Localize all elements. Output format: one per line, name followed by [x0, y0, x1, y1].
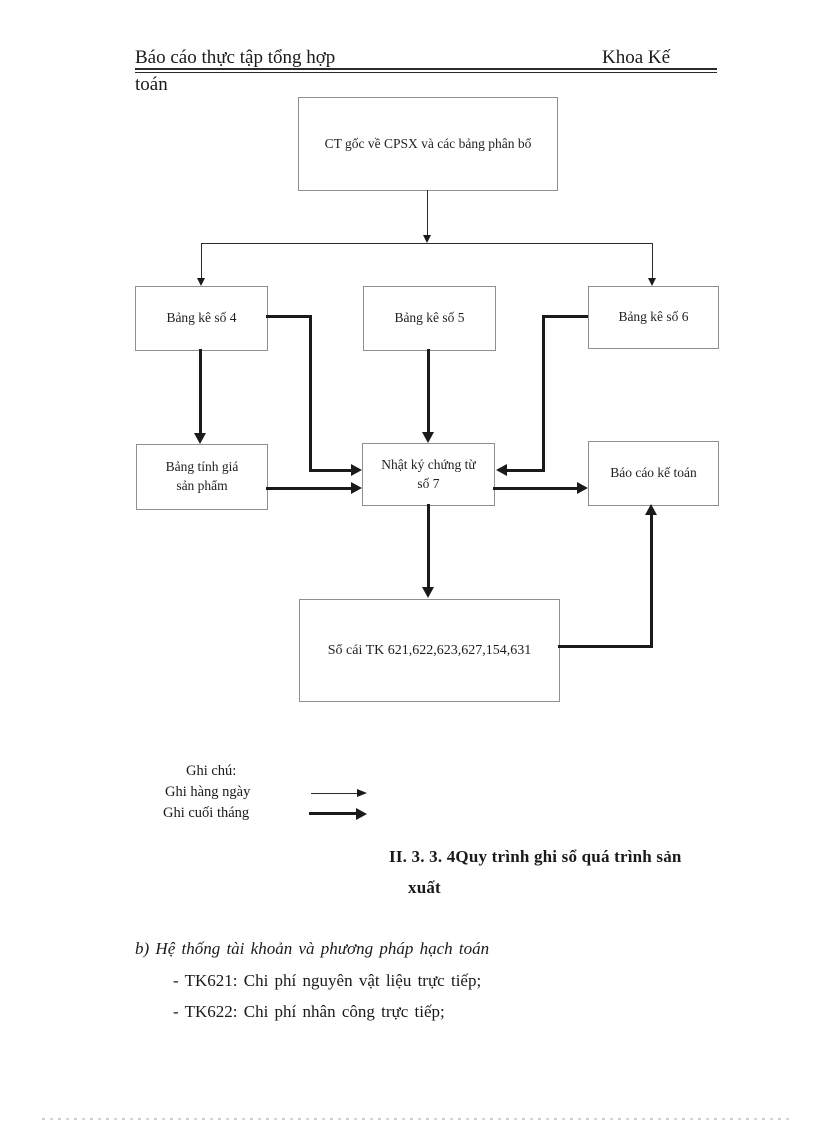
header-wrapped-word: toán: [135, 74, 168, 95]
arrow-right-icon: [351, 464, 362, 476]
connector-bk4-elbow-h1: [266, 315, 312, 318]
box-label-line1: Bảng tính giá: [165, 459, 239, 475]
arrow-down-icon: [422, 432, 434, 443]
flowchart-box-nhat-ky: Nhật ký chứng từ số 7: [362, 443, 495, 506]
header-underline-bottom: [135, 72, 717, 73]
flowchart-box-bang-ke-6: Bảng kê số 6: [588, 286, 719, 349]
header-left-title: Báo cáo thực tập tổng hợp: [135, 47, 336, 68]
box-label-line1: Nhật ký chứng từ: [381, 456, 476, 472]
connector-socai-elbow-v: [650, 515, 653, 648]
connector-to-bangke6-segment: [652, 244, 653, 279]
connector-socai-elbow-h: [558, 645, 653, 648]
arrow-up-icon: [645, 504, 657, 515]
arrow-down-icon: [648, 278, 656, 286]
connector-bk4-to-btg-segment: [199, 349, 202, 433]
arrow-down-icon: [194, 433, 206, 444]
arrow-down-icon: [197, 278, 205, 286]
legend-daily-label: Ghi hàng ngày: [165, 784, 251, 800]
header-right-title: Khoa Kế: [602, 47, 671, 68]
connector-bk6-elbow-v: [542, 315, 545, 472]
arrow-left-icon: [496, 464, 507, 476]
arrow-down-icon: [422, 587, 434, 598]
connector-bk4-elbow-h2: [309, 469, 351, 472]
flowchart-box-so-cai: Sổ cái TK 621,622,623,627,154,631: [299, 599, 560, 702]
flowchart-box-bao-cao: Báo cáo kế toán: [588, 441, 719, 506]
connector-bk5-to-nkct-segment: [427, 349, 430, 432]
legend-monthly-label: Ghi cuối tháng: [163, 805, 250, 821]
connector-bk6-elbow-h1: [542, 315, 588, 318]
box-label: Bảng kê số 5: [394, 310, 465, 326]
flowchart-box-bang-ke-4: Bảng kê số 4: [135, 286, 268, 351]
box-label: Bảng kê số 6: [618, 309, 689, 325]
box-label-line2: số 7: [417, 475, 440, 491]
flowchart-box-ct-goc: CT gốc về CPSX và các bảng phân bổ: [298, 97, 558, 191]
list-item-tk622: - TK622: Chi phí nhân công trực tiếp;: [173, 1002, 445, 1021]
connector-nkct-to-baocao-segment: [493, 487, 577, 490]
connector-btg-to-nkct-segment: [266, 487, 351, 490]
box-label: CT gốc về CPSX và các bảng phân bổ: [324, 135, 532, 151]
box-label: Báo cáo kế toán: [610, 465, 697, 481]
flowchart-box-bang-ke-5: Bảng kê số 5: [363, 286, 496, 351]
figure-caption-line1: II. 3. 3. 4Quy trình ghi sổ quá trình sả…: [389, 847, 682, 866]
arrow-right-icon: [577, 482, 588, 494]
list-item-tk621: - TK621: Chi phí nguyên vật liệu trực ti…: [173, 971, 482, 990]
arrow-down-icon: [423, 235, 431, 243]
connector-bk4-elbow-v: [309, 315, 312, 472]
box-label: Sổ cái TK 621,622,623,627,154,631: [327, 642, 532, 658]
connector-distributor-segment: [201, 243, 653, 244]
box-label-line2: sản phẩm: [176, 478, 228, 493]
header-underline-top: [135, 68, 717, 70]
footer-dotted-line: [42, 1118, 790, 1120]
connector-bk6-elbow-h2: [507, 469, 542, 472]
arrow-right-icon: [357, 789, 367, 797]
figure-caption-line2: xuất: [408, 878, 441, 897]
legend-title: Ghi chú:: [186, 763, 237, 779]
connector-ctgoc-down-segment: [427, 190, 428, 236]
connector-nkct-to-socai-segment: [427, 504, 430, 588]
arrow-right-icon: [356, 808, 367, 820]
legend-monthly-arrow-line: [309, 812, 357, 815]
flowchart-box-bang-tinh-gia: Bảng tính giá sản phẩm: [136, 444, 268, 510]
box-label: Bảng kê số 4: [166, 310, 237, 326]
connector-to-bangke4-segment: [201, 244, 202, 279]
arrow-right-icon: [351, 482, 362, 494]
legend-daily-arrow-line: [311, 793, 358, 794]
section-heading-b: b) Hệ thống tài khoản và phương pháp hạc…: [135, 939, 490, 958]
